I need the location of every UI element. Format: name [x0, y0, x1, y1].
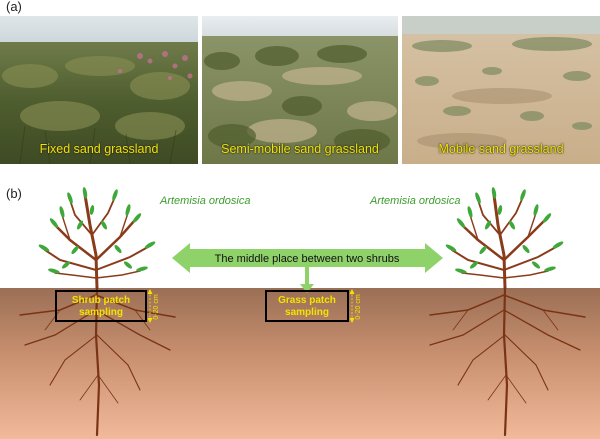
photo-fixed-sand-grassland: Fixed sand grassland	[0, 16, 198, 164]
photo-semi-mobile-sand-grassland: Semi-mobile sand grassland	[202, 16, 398, 164]
depth-marker-left: 0-20 cm	[147, 289, 160, 323]
species-label-right: Artemisia ordosica	[369, 195, 460, 207]
panel-a-label: (a)	[6, 0, 22, 14]
sampling-diagram: Artemisia ordosica Artemisia ordosica Th…	[0, 187, 600, 439]
fixed-grassland-image	[0, 16, 198, 164]
right-shrub-branches	[451, 193, 557, 290]
mobile-grassland-image	[402, 16, 600, 164]
arrow-label: The middle place between two shrubs	[215, 253, 400, 265]
species-label-left: Artemisia ordosica	[159, 195, 250, 207]
down-arrow	[300, 267, 314, 293]
shrub-patch-label-line1: Shrub patch	[72, 295, 130, 306]
photo-caption-fixed: Fixed sand grassland	[39, 142, 159, 156]
left-shrub-branches	[44, 193, 149, 290]
photo-mobile-sand-grassland: Mobile sand grassland	[402, 16, 600, 164]
semi-mobile-grassland-image	[202, 16, 398, 164]
right-shrub-roots	[429, 286, 586, 437]
grass-patch-label-line1: Grass patch	[278, 295, 336, 306]
left-shrub	[19, 187, 176, 437]
right-shrub-leaves	[445, 187, 564, 274]
photo-caption-semi-mobile: Semi-mobile sand grassland	[221, 142, 379, 156]
depth-marker-right: 0-20 cm	[349, 289, 362, 323]
depth-label-right: 0-20 cm	[355, 294, 362, 319]
shrub-patch-box	[55, 290, 147, 322]
left-shrub-roots	[19, 286, 176, 437]
panel-b-label: (b)	[6, 186, 22, 201]
shrub-patch-label-line2: sampling	[79, 307, 123, 318]
grass-patch-box	[265, 290, 349, 322]
middle-place-arrow	[172, 243, 443, 273]
photo-caption-mobile: Mobile sand grassland	[438, 142, 564, 156]
left-shrub-leaves	[38, 187, 156, 274]
right-shrub	[429, 187, 586, 437]
depth-label-left: 0-20 cm	[153, 294, 160, 319]
grass-patch-label-line2: sampling	[285, 307, 329, 318]
